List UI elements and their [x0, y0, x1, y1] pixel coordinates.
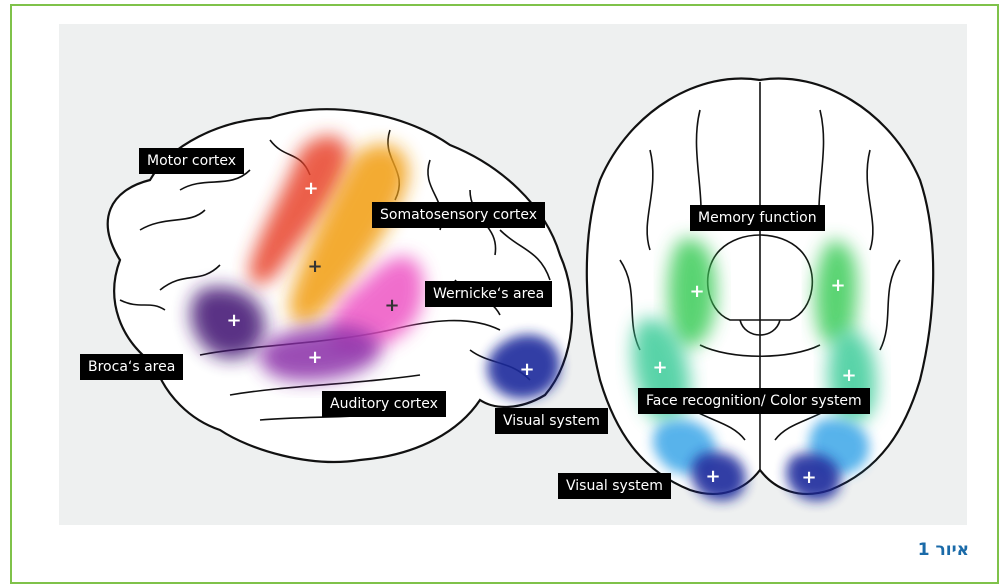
marker-auditory: +	[307, 347, 322, 368]
marker-memory-right: +	[830, 275, 845, 296]
figure-caption: איור 1	[918, 540, 969, 560]
label-visual-system-ventral: Visual system	[558, 473, 671, 499]
label-memory-function: Memory function	[690, 205, 825, 231]
marker-visual-ventral-left: +	[705, 466, 720, 487]
marker-motor: +	[303, 178, 318, 199]
marker-broca: +	[226, 310, 241, 331]
label-visual-system-lateral: Visual system	[495, 408, 608, 434]
marker-visual-ventral-right: +	[801, 467, 816, 488]
marker-face-left: +	[652, 357, 667, 378]
marker-visual-lateral: +	[519, 359, 534, 380]
label-motor-cortex: Motor cortex	[139, 148, 244, 174]
label-face-recognition: Face recognition/ Color system	[638, 388, 870, 414]
label-auditory-cortex: Auditory cortex	[322, 391, 446, 417]
label-broca-area: Broca‘s area	[80, 354, 183, 380]
label-wernicke-area: Wernicke‘s area	[425, 281, 552, 307]
marker-face-right: +	[841, 365, 856, 386]
marker-somatosensory: +	[307, 256, 322, 277]
marker-memory-left: +	[689, 281, 704, 302]
label-somatosensory-cortex: Somatosensory cortex	[372, 202, 545, 228]
marker-wernicke: +	[384, 295, 399, 316]
